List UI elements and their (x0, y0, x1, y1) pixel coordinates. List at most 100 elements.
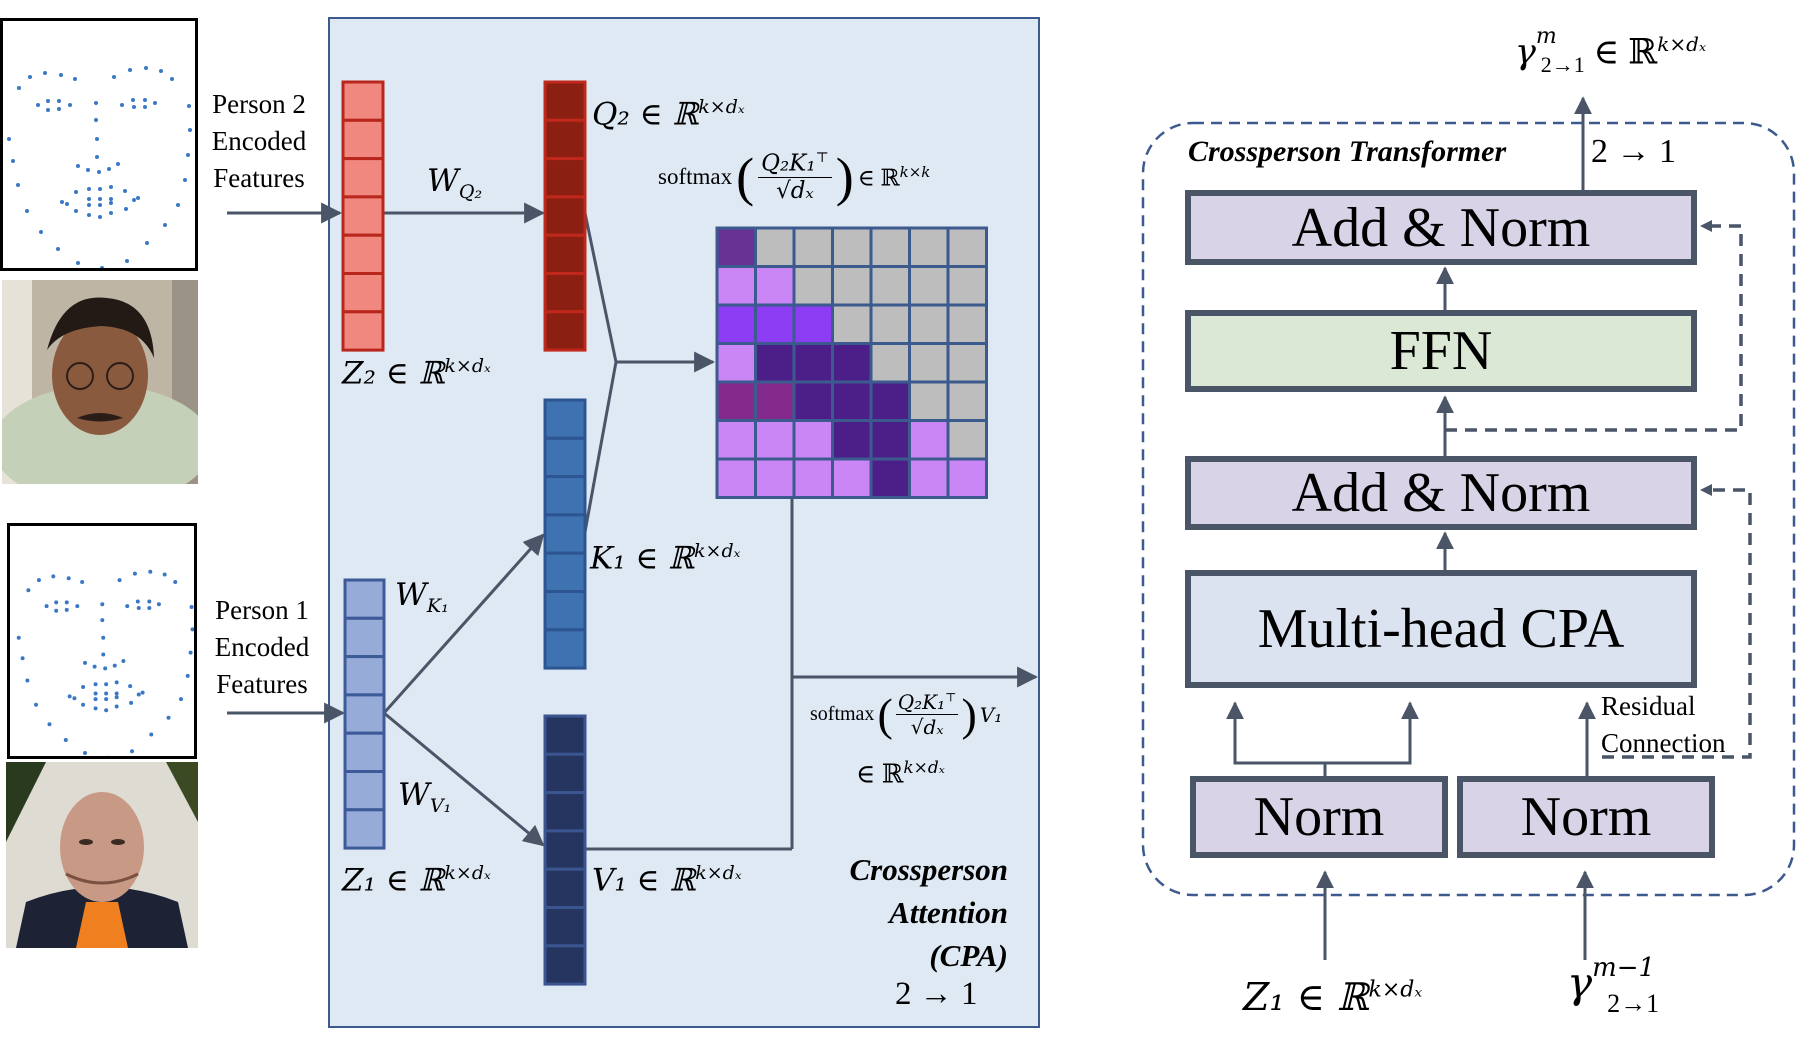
landmark-dot (188, 650, 193, 655)
landmark-dot (81, 702, 86, 707)
transformer-input-gamma: γm−12→1 (1567, 953, 1660, 1019)
person2-label: Person 2 Encoded Features (200, 86, 318, 197)
norm-left-label: Norm (1253, 786, 1385, 848)
person2-label-line3: Features (213, 163, 305, 193)
landmark-dot (57, 99, 61, 103)
transformer-output-label: γm2→1 ∈ ℝk×dₓ (1515, 24, 1707, 77)
cpa-panel (328, 17, 1040, 1028)
add-norm-top-block[interactable]: Add & Norm (1185, 190, 1697, 265)
wq2-label: WQ₂ (427, 163, 483, 204)
q2-label: Q₂ ∈ ℝk×dₓ (592, 96, 745, 133)
z1-cell (343, 808, 386, 850)
attention-cell (754, 342, 796, 384)
landmark-dot (143, 105, 147, 109)
add-norm-mid-label: Add & Norm (1291, 462, 1591, 524)
landmark-dot (57, 107, 61, 111)
landmark-dot (112, 663, 117, 668)
attention-cell (946, 342, 988, 384)
landmark-dot (43, 71, 47, 75)
multihead-cpa-label: Multi-head CPA (1257, 598, 1625, 660)
landmark-dot (114, 691, 119, 696)
attention-cell (792, 457, 834, 499)
v1-label: V₁ ∈ ℝk×dₓ (592, 862, 742, 899)
norm-left-split-line-2 (1325, 701, 1419, 765)
q2-cell (543, 157, 587, 199)
landmark-dot (104, 682, 109, 687)
landmark-dot (109, 211, 113, 215)
landmark-dot (76, 164, 80, 168)
landmark-dot (143, 98, 147, 102)
landmark-dot (159, 69, 163, 73)
k1-cell (543, 628, 587, 670)
norm-left-block[interactable]: Norm (1190, 776, 1448, 858)
v1-cell (543, 867, 587, 910)
landmark-dot (98, 203, 102, 207)
landmark-dot (188, 128, 192, 132)
landmark-dot (101, 652, 106, 657)
ffn-block[interactable]: FFN (1185, 310, 1697, 392)
landmark-dot (56, 247, 60, 251)
landmark-dot (46, 108, 50, 112)
landmark-dot (103, 666, 108, 671)
landmark-dot (189, 605, 194, 610)
landmark-dot (173, 579, 178, 584)
landmark-dot (16, 635, 21, 640)
z1-cell (343, 731, 386, 774)
landmark-dot (98, 187, 102, 191)
attention-cell (754, 457, 796, 499)
wv1-label: WV₁ (398, 777, 452, 818)
cpa-title-line2: Attention (889, 895, 1008, 930)
softmax-text: softmax (658, 164, 733, 189)
landmark-dot (63, 738, 68, 743)
person1-label-line1: Person 1 (215, 595, 309, 625)
landmark-dot (17, 86, 21, 90)
landmark-dot (36, 578, 41, 583)
transformer-dashed-border (1141, 121, 1796, 897)
landmark-dot (94, 118, 98, 122)
k1-stack (543, 398, 587, 670)
landmark-dot (162, 572, 167, 577)
attention-cell (831, 226, 873, 268)
v1-cell (543, 944, 587, 986)
person1-photo (6, 762, 198, 948)
cpa-output-space: ∈ ℝk×dₓ (856, 758, 945, 789)
norm-left-split-line (1226, 701, 1327, 776)
attention-cell (946, 457, 988, 499)
landmark-dot (97, 170, 101, 174)
landmark-dot (73, 77, 77, 81)
q2-cell (543, 272, 587, 314)
landmark-dot (128, 684, 133, 689)
landmark-dot (109, 201, 113, 205)
landmark-dot (131, 98, 135, 102)
landmark-dot (25, 209, 29, 213)
landmark-dot (83, 751, 87, 756)
attention-cell (715, 303, 757, 345)
landmark-dot (136, 196, 140, 200)
attention-cell (946, 380, 988, 422)
landmark-dot (81, 685, 86, 690)
attention-matrix (715, 226, 988, 499)
attention-cell (946, 303, 988, 345)
landmark-dot (87, 197, 91, 201)
landmark-dot (187, 104, 191, 108)
q2-to-junction-line (583, 212, 618, 363)
add-norm-mid-block[interactable]: Add & Norm (1185, 456, 1697, 530)
multihead-cpa-block[interactable]: Multi-head CPA (1185, 570, 1697, 688)
norm-right-block[interactable]: Norm (1457, 776, 1715, 858)
landmark-dot (128, 68, 132, 72)
cpa-direction: 2 → 1 (895, 976, 978, 1012)
landmark-dot (170, 77, 174, 81)
landmark-dot (46, 99, 50, 103)
residual-connection-label: Residual Connection (1601, 688, 1725, 762)
landmark-dot (145, 241, 149, 245)
landmark-dot (100, 618, 105, 623)
residual-top-dashed (1445, 224, 1743, 432)
k1-label: K₁ ∈ ℝk×dₓ (590, 540, 741, 577)
landmark-dot (83, 660, 87, 665)
landmark-dot (130, 749, 135, 754)
landmark-dot (147, 605, 152, 610)
landmark-dot (92, 664, 97, 669)
cpa-output-formula: softmax ( Q₂K₁⊤ √dₓ ) V₁ (810, 688, 1003, 740)
landmark-dot (74, 209, 78, 213)
